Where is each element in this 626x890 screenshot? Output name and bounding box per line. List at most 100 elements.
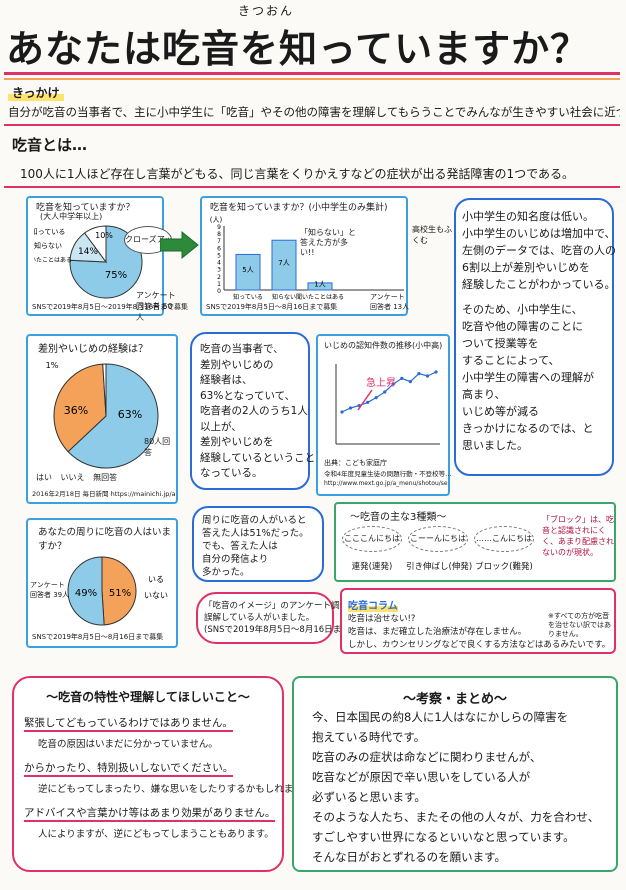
bar-category-0: 知っている (233, 293, 263, 301)
bar-source: SNSで2019年8月5日〜8月16日まで募集 (206, 303, 338, 311)
title-underline-orange (4, 78, 620, 80)
bar-tick-7: 7 (217, 238, 221, 245)
text-line: 今、日本国民の約8人に1人はなにかしらの障害を (312, 710, 569, 724)
type-item: こここんにちは連発(連発) (340, 524, 404, 580)
text-line: 答えた人は51%だった。 (202, 528, 309, 539)
bar-value-0: 5人 (242, 266, 253, 274)
bar-value-2: 1人 (314, 280, 325, 288)
side1-lines: 小中学生の知名度は低い。小中学生のいじめは増加中で、左側のデータでは、吃音の人の… (462, 208, 616, 454)
column-lines: 吃音は治せない!?吃音は、まだ確立した治療法が存在しません。しかし、カウンセリン… (348, 613, 611, 652)
bar-tick-0: 0 (217, 288, 221, 295)
bubble2: 周りに吃音の人がいると答えた人は51%だった。でも、答えた人は自分の発信より多か… (192, 506, 324, 582)
text-line: なっている。 (200, 467, 263, 479)
text-line: 抱えている時代です。 (312, 730, 426, 744)
text-line: 経験者は、 (200, 374, 253, 386)
line-point-1 (348, 406, 353, 410)
line-title: いじめの認知件数の推移(小中高) (324, 341, 443, 350)
bar-note: アンケート回答者 13人 (370, 293, 410, 311)
line-point-5 (383, 390, 387, 394)
bar-tick-4: 4 (217, 260, 221, 267)
text-line: 小中学生の知名度は低い。 (462, 210, 594, 223)
understand-panel: 〜吃音の特性や理解してほしいこと〜 緊張してどもっているわけではありません。吃音… (12, 676, 322, 872)
summary-lines: 今、日本国民の約8人に1人はなにかしらの障害を抱えている時代です。吃音のみの症状… (312, 707, 600, 867)
understand-heading: 〜吃音の特性や理解してほしいこと〜 (46, 690, 250, 704)
summary-heading: 〜考察・まとめ〜 (402, 692, 507, 707)
text-line: そのような人たち、またその他の人々が、力を合わせ、 (312, 810, 600, 824)
line-url: http://www.mext.go.jp/a_menu/shotou/seit… (324, 480, 448, 487)
bar-tick-8: 8 (217, 231, 221, 238)
line-point-4 (374, 396, 378, 400)
pie2-note: 80人回答 (144, 437, 171, 457)
text-line: でも、答えた人は (202, 541, 278, 552)
text-line: 誤解している人がいました。 (204, 613, 315, 623)
pie1-label-know: 75% (105, 270, 127, 281)
text-line: することによって、 (462, 354, 560, 367)
motive-text: 自分が吃音の当事者で、主に小中学生に「吃音」やその他の障害を理解してもらうことで… (8, 105, 620, 119)
bar-category-1: 知らない (272, 293, 296, 301)
understand-point: アドバイスや言葉かけ等はあまり効果がありません。 (24, 805, 276, 822)
survey-bubble: 「吃音のイメージ」のアンケート調査で、誤解している人がいました。 (SNSで201… (196, 592, 370, 644)
text-line: 吃音の当事者で、 (200, 343, 284, 355)
bubble1: 吃音の当事者で、差別やいじめの経験者は、63%となっていて、吃音者の2人のうち1… (190, 332, 326, 490)
types-items: こここんにちは連発(連発)こーーんにちは引き伸ばし(伸発)……こんにちはブロック… (340, 524, 540, 580)
text-line: 自分の発信より (202, 554, 269, 565)
side1-panel: 小中学生の知名度は低い。小中学生のいじめは増加中で、左側のデータでは、吃音の人の… (454, 198, 616, 476)
page-title: きつおん あなたは吃音を知っていますか？ (6, 4, 620, 71)
text-line: 63%となっていて、 (200, 389, 296, 402)
text-line: きっかけになるのでは、と (462, 422, 594, 435)
text-line: ついて授業等を (462, 337, 539, 350)
summary-panel: 〜考察・まとめ〜 今、日本国民の約8人に1人はなにかしらの障害を抱えている時代で… (292, 676, 618, 872)
pie1-cat-1: 知らない (34, 241, 62, 250)
bubble1-lines: 吃音の当事者で、差別やいじめの経験者は、63%となっていて、吃音者の2人のうち1… (200, 342, 326, 482)
line-point-11 (434, 370, 438, 374)
line-callout-arrow (357, 389, 373, 411)
pie2-chart: 63%36%1% (46, 361, 159, 469)
pie1-panel: 吃音を知っていますか？ (大人中学年以上) 75%14%10%知っている知らない… (26, 196, 188, 316)
pie2-label-yes: 63% (118, 408, 142, 421)
understand-detail: 逆にどもってしまったり、嫌な思いをしたりするかもしれません。 (38, 784, 322, 795)
text-line: 差別やいじめの (200, 358, 274, 371)
line-source: 出典：こども家庭庁 (324, 459, 387, 467)
text-line: (SNSで2019年8月5日〜8月16日まで募集) (204, 625, 370, 635)
pie3-legend-no: いない (144, 591, 168, 600)
text-line: 吃音や他の障害のことに (462, 320, 583, 333)
text-line: 以上が、 (200, 420, 242, 433)
title-ruby: きつおん (238, 4, 295, 18)
arrow-right-icon (160, 230, 199, 260)
legend-no: いいえ (60, 473, 85, 482)
bar-title: 吃音を知っていますか？(小中学生のみ集計) (210, 203, 388, 213)
understand-detail: 人によりますが、逆にどもってしまうこともあります。 (38, 829, 274, 840)
bar-tick-3: 3 (217, 267, 221, 274)
pie2-slice-1 (53, 363, 107, 453)
text-line: しかし、カウンセリングなどで良くする方法などはあるみたいです。 (348, 640, 611, 650)
pie2-slice-0 (67, 363, 159, 469)
type-sample: こーーんにちは (408, 526, 468, 552)
type-item: ……こんにちはブロック(難発) (472, 524, 536, 580)
text-line (462, 293, 606, 301)
bar-value-1: 7人 (278, 259, 289, 267)
type-label: ブロック(難発) (475, 562, 533, 572)
bar-tick-9: 9 (217, 224, 221, 231)
bar-callout: 「知らない」と答えた方が多い!! (300, 228, 356, 257)
pie2-label-none: 1% (46, 361, 59, 370)
pie1-label-heard: 10% (95, 231, 113, 240)
column-heading: 吃音コラム (348, 597, 398, 612)
legend-yes: はい (36, 473, 52, 482)
line-point-9 (417, 372, 421, 376)
bar-2 (307, 282, 333, 291)
type-sample: ……こんにちは (474, 526, 534, 552)
pie1-source: SNSで2019年8月5日〜2019年8月16日まで募集 (32, 303, 189, 311)
pie2-slice-2 (102, 363, 107, 417)
bar-tick-2: 2 (217, 274, 221, 281)
bar-tick-6: 6 (217, 245, 221, 252)
line-source2: 令和4年度児童生徒の問題行動・不登校等… (324, 470, 452, 478)
text-line: 6割以上が差別やいじめを (462, 261, 590, 274)
text-line: いじめ等が減る (462, 405, 539, 418)
text-line: 吃音のみの症状は命などに関わりませんが、 (312, 750, 542, 764)
text-line: 「吃音のイメージ」のアンケート調査で、 (204, 601, 365, 611)
pie3-label-yes: 51% (109, 588, 131, 599)
understand-point: からかったり、特別扱いしないでください。 (24, 760, 234, 777)
text-line: 吃音は治せない!? (348, 614, 416, 624)
